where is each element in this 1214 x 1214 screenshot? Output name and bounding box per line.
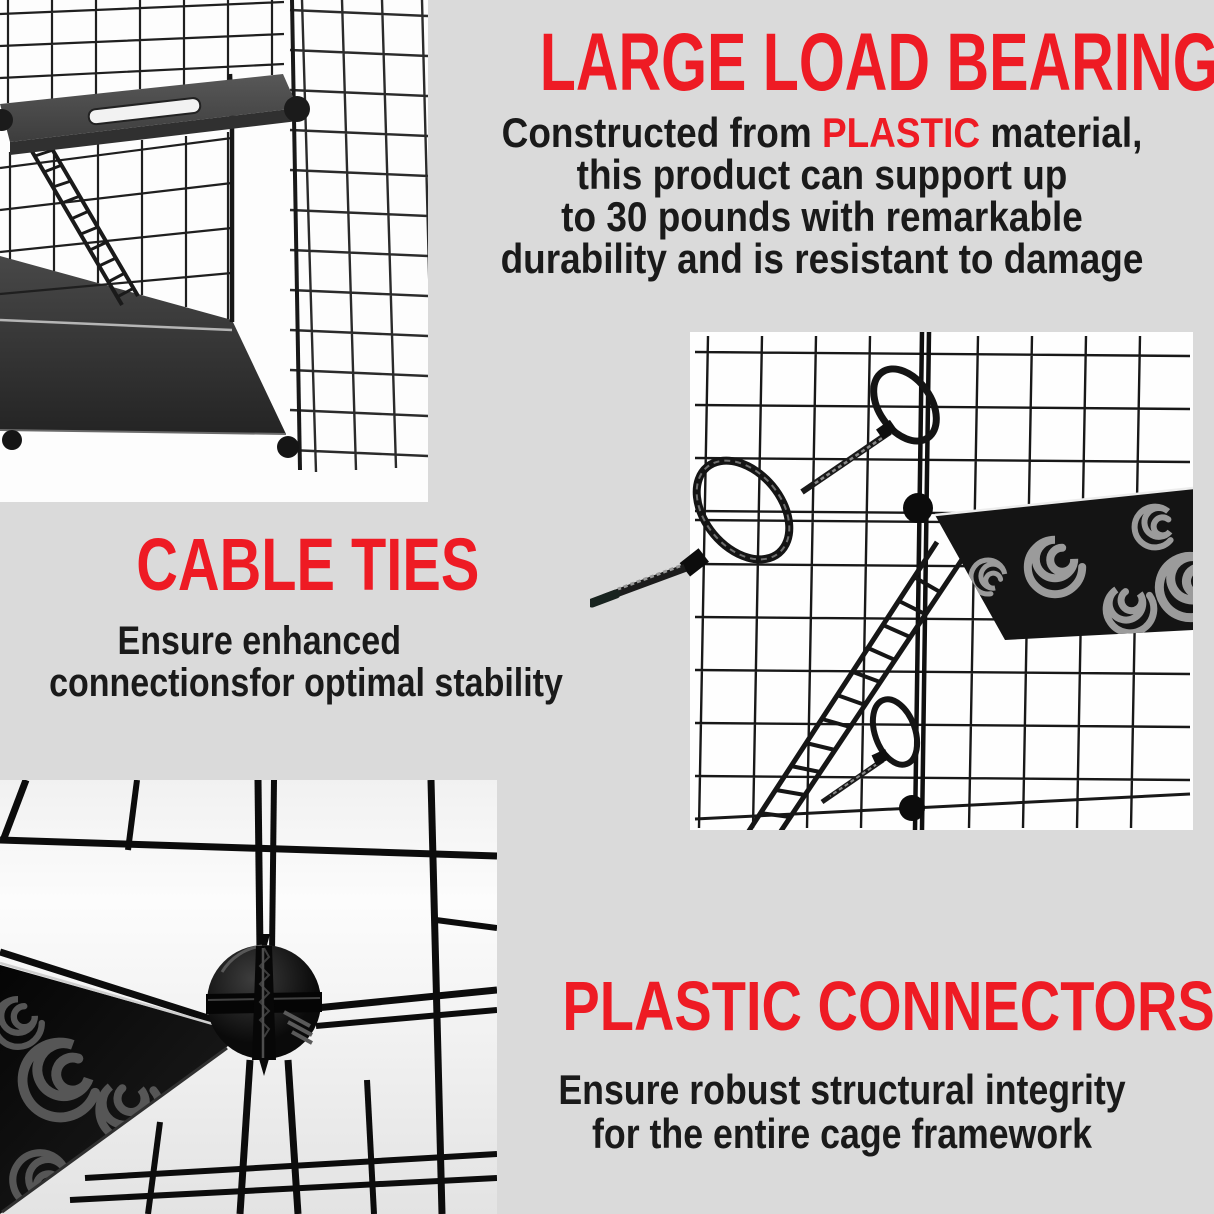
load-bearing-line4: durability and is resistant to damage <box>500 235 1144 282</box>
load-bearing-line1: Constructed from PLASTIC material, <box>477 112 1167 154</box>
connector-ball <box>899 795 925 821</box>
line1-suffix: material, <box>980 109 1143 156</box>
shelf-handle-slot <box>87 97 202 126</box>
wire-grid-upper <box>0 0 285 103</box>
load-bearing-line2: this product can support up <box>576 151 1068 198</box>
connector-ball <box>284 96 310 122</box>
wire-grid-lower <box>0 132 233 319</box>
ladder-ramp <box>28 140 140 307</box>
shelf-with-swirl-pattern <box>934 486 1193 640</box>
plastic-connectors-line2: for the entire cage framework <box>592 1110 1092 1157</box>
floor-front-edge <box>0 429 287 435</box>
cable-ties-line2: connectionsfor optimal stability <box>49 661 563 705</box>
cable-ties-line1: Ensure enhanced <box>117 619 401 663</box>
cable-ties-body: Ensure enhanced connectionsfor optimal s… <box>46 620 566 704</box>
load-bearing-title: LARGE LOAD BEARING <box>539 17 1214 108</box>
cable-tie <box>800 365 940 495</box>
load-bearing-body: Constructed from PLASTIC material, this … <box>477 112 1167 280</box>
wire-grid-door <box>289 0 428 473</box>
connector-ball <box>903 493 933 523</box>
ladder-ramp <box>746 540 966 830</box>
cable-ties-title: CABLE TIES <box>136 523 480 606</box>
floor-mat <box>0 256 286 434</box>
cage-foot <box>2 430 22 450</box>
clamp-teeth <box>283 1010 313 1045</box>
front-bottom-wire <box>0 318 233 332</box>
cage-foot <box>277 436 299 458</box>
line1-highlight: PLASTIC <box>821 109 981 156</box>
wire-grid-thick <box>0 780 497 1214</box>
load-bearing-line3: to 30 pounds with remarkable <box>561 193 1083 240</box>
cable-tie-overflowing <box>590 456 794 608</box>
plastic-connectors-line1: Ensure robust structural integrity <box>558 1066 1126 1113</box>
connector-ball <box>0 109 13 131</box>
plastic-connectors-title: PLASTIC CONNECTORS <box>562 967 1214 1045</box>
connector-disc <box>206 934 322 1076</box>
plastic-connector-photo <box>0 780 497 1214</box>
door-frame-wire <box>290 0 302 471</box>
cable-ties-photo <box>590 332 1193 830</box>
shelf <box>0 74 298 155</box>
cage-interior-photo <box>0 0 428 502</box>
plastic-connectors-body: Ensure robust structural integrity for t… <box>534 1068 1149 1156</box>
line1-prefix: Constructed from <box>501 109 822 156</box>
shelf-with-swirl-pattern <box>0 961 228 1214</box>
